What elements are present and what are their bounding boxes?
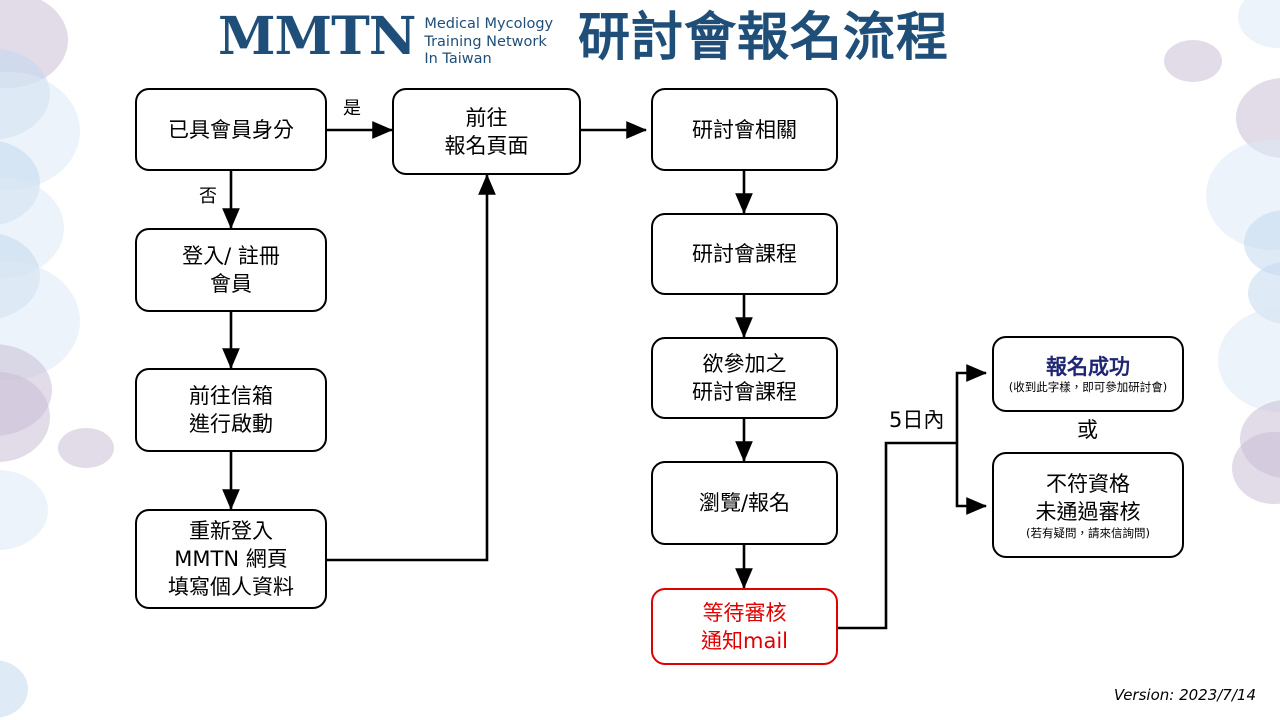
relogin-fill-profile-node[interactable]: 重新登入 MMTN 網頁 填寫個人資料 (135, 509, 327, 609)
edge-await-to-split (837, 441, 957, 630)
logo-tagline-line-2: Training Network (424, 33, 547, 50)
success-note: (收到此字樣，即可參加研討會) (1008, 379, 1168, 394)
node-text: 未通過審核 (1035, 499, 1141, 524)
background-blob (1164, 40, 1222, 82)
background-blob (0, 660, 28, 718)
node-text: 等待審核 (702, 600, 787, 625)
logo-tagline: Medical Mycology Training Network In Tai… (424, 16, 553, 69)
success-headline: 報名成功 (1046, 354, 1130, 379)
edge-split-to-success (955, 364, 988, 443)
node-text: MMTN 網頁 (174, 547, 288, 571)
background-blob (0, 262, 80, 380)
background-blob (0, 178, 64, 278)
edge-split-to-rejected (955, 443, 988, 515)
background-blob (0, 48, 50, 140)
background-blob (1206, 140, 1280, 250)
already-member-node[interactable]: 已具會員身分 (135, 88, 327, 171)
background-blob (1232, 432, 1280, 504)
node-text: 進行啟動 (189, 412, 273, 436)
logo-tagline-line-1: Medical Mycology (424, 16, 554, 32)
edge-label-or: 或 (1077, 418, 1098, 442)
background-blob (1248, 262, 1280, 324)
node-text: 欲參加之 (702, 352, 787, 376)
mmtn-logo: MMTN Medical Mycology Training Network I… (218, 8, 553, 69)
background-blob (0, 232, 40, 320)
node-text: 填寫個人資料 (168, 575, 294, 599)
edge-label-yes: 是 (343, 98, 361, 119)
node-text: 研討會相關 (692, 117, 797, 142)
go-to-registration-page-node[interactable]: 前往 報名頁面 (392, 88, 581, 175)
background-blob (0, 470, 48, 550)
login-register-node[interactable]: 登入/ 註冊 會員 (135, 228, 327, 312)
node-text: 重新登入 (189, 519, 273, 543)
background-blob (0, 72, 80, 190)
background-blob (1238, 0, 1280, 48)
rejected-note: (若有疑問，請來信詢問) (1026, 525, 1150, 540)
background-blob (0, 344, 52, 436)
node-text: 報名頁面 (444, 133, 529, 158)
await-review-mail-node[interactable]: 等待審核 通知mail (651, 588, 838, 665)
node-text: 前往信箱 (189, 384, 273, 408)
node-text: 瀏覽/報名 (698, 491, 791, 515)
node-text: 前往 (465, 105, 508, 130)
node-text: 研討會課程 (692, 242, 797, 266)
node-text: 已具會員身分 (168, 117, 294, 142)
registration-success-node[interactable]: 報名成功 (收到此字樣，即可參加研討會) (992, 336, 1184, 412)
version-label: Version: 2023/7/14 (1113, 686, 1256, 704)
logo-tagline-line-3: In Taiwan (424, 51, 492, 67)
seminar-related-node[interactable]: 研討會相關 (651, 88, 838, 171)
node-text: 登入/ 註冊 (182, 244, 280, 268)
edge-label-within-5-days: 5日內 (889, 408, 945, 432)
activate-mailbox-node[interactable]: 前往信箱 進行啟動 (135, 368, 327, 452)
registration-rejected-node[interactable]: 不符資格 未通過審核 (若有疑問，請來信詢問) (992, 452, 1184, 558)
node-text: 不符資格 (1046, 471, 1130, 496)
background-blob (1244, 210, 1280, 276)
edge-relogin-to-signup (327, 173, 496, 562)
browse-register-node[interactable]: 瀏覽/報名 (651, 461, 838, 545)
background-blob (1236, 78, 1280, 158)
edge-label-no: 否 (199, 186, 217, 207)
background-blob (0, 0, 68, 88)
seminar-course-node[interactable]: 研討會課程 (651, 213, 838, 295)
background-blob (1218, 308, 1280, 412)
background-blob (0, 140, 40, 226)
background-blob (0, 372, 50, 462)
background-blob (58, 428, 114, 468)
logo-wordmark: MMTN (218, 6, 416, 67)
page-title: 研討會報名流程 (578, 8, 950, 68)
background-blob (1240, 400, 1280, 478)
node-text: 研討會課程 (692, 380, 797, 404)
node-text: 通知mail (701, 628, 788, 653)
desired-seminar-course-node[interactable]: 欲參加之 研討會課程 (651, 337, 838, 419)
node-text: 會員 (210, 272, 252, 296)
